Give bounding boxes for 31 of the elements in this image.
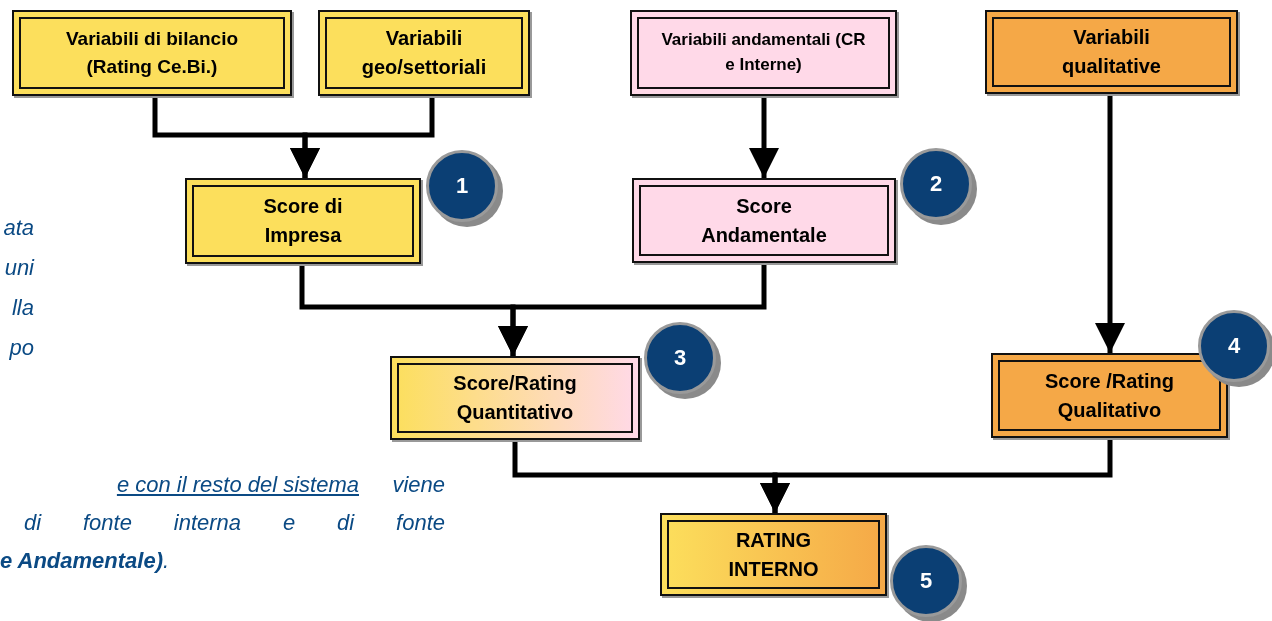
score-box xyxy=(185,178,421,264)
arrow xyxy=(290,96,435,178)
input-box xyxy=(985,10,1238,94)
arrow xyxy=(760,438,1113,513)
arrow xyxy=(749,96,779,178)
box-label: Variabili andamentali (CR e Interne) xyxy=(660,29,867,76)
input-box xyxy=(630,10,897,96)
box-label: Score /Rating Qualitativo xyxy=(1044,368,1175,423)
box-label: RATING INTERNO xyxy=(727,527,820,582)
note-text: uni xyxy=(3,255,34,281)
note-text: ata xyxy=(2,215,34,241)
input-box xyxy=(318,10,530,96)
rating-box xyxy=(991,353,1228,438)
final-rating-box xyxy=(660,513,887,596)
input-box xyxy=(12,10,292,96)
note-text: e con il resto del sistema xyxy=(115,472,359,498)
rating-box xyxy=(390,356,640,440)
score-box xyxy=(632,178,896,263)
box-label: Variabili geo/settoriali xyxy=(360,26,488,80)
note-text: di fonte interna e di fonte xyxy=(24,510,445,536)
note-text: viene xyxy=(391,472,445,498)
arrow xyxy=(498,263,767,356)
note-text: lla xyxy=(11,295,34,321)
box-label: Variabili di bilancio (Rating Ce.Bi.) xyxy=(64,27,240,79)
box-label: Score Andamentale xyxy=(700,193,828,248)
box-label: Score di Impresa xyxy=(262,194,344,248)
box-label: Variabili qualitative xyxy=(1061,25,1162,79)
box-label: Score/Rating Quantitativo xyxy=(452,371,578,425)
arrow xyxy=(1095,94,1125,353)
note-text: e Andamentale). xyxy=(0,548,171,574)
note-text: po xyxy=(8,335,34,361)
